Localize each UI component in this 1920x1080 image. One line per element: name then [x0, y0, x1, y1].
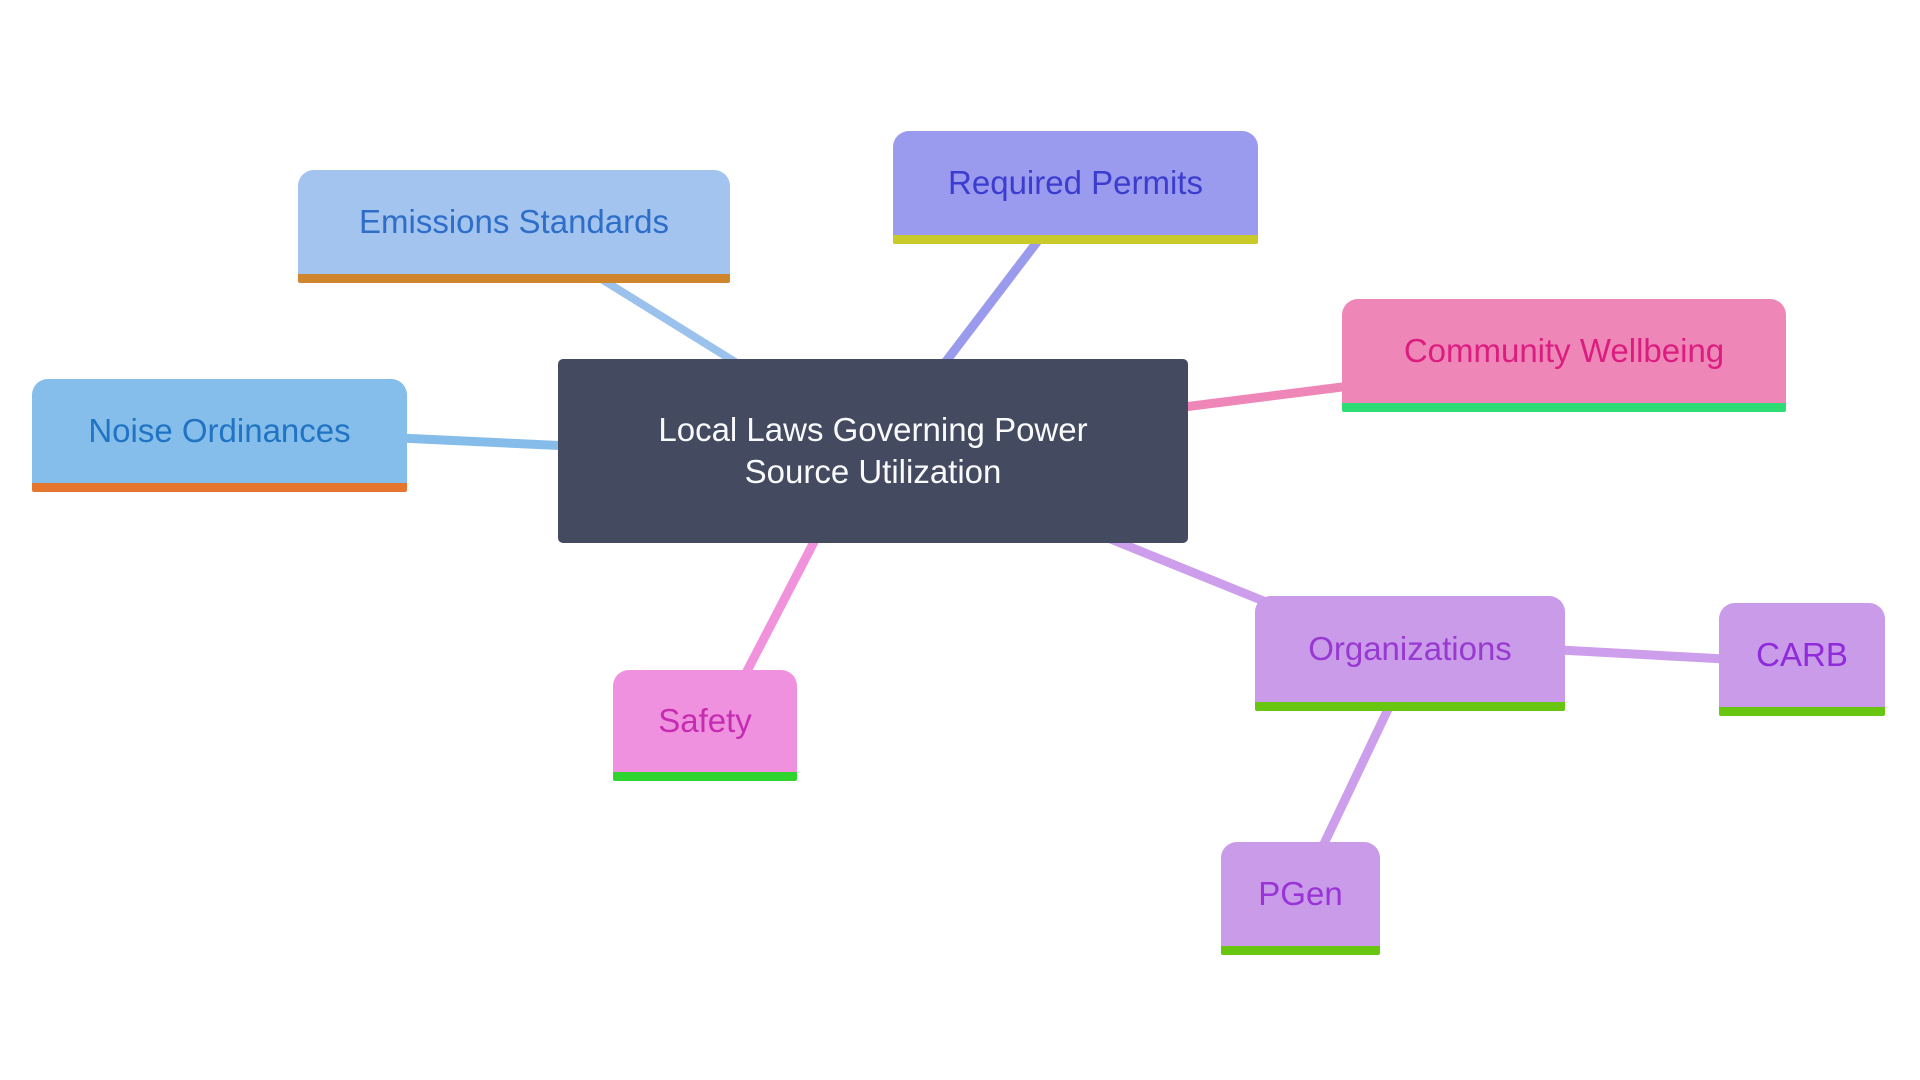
node-pgen-label: PGen [1258, 875, 1343, 912]
node-root-label: Local Laws Governing Power Source Utiliz… [658, 411, 1088, 490]
node-safety[interactable]: Safety [613, 670, 797, 781]
node-community-wellbeing-label: Community Wellbeing [1403, 332, 1725, 369]
node-carb[interactable]: CARB [1719, 603, 1885, 716]
node-pgen[interactable]: PGen [1221, 842, 1380, 955]
edge-root-emissions-standards [592, 271, 743, 369]
node-noise-ordinances-label: Noise Ordinances [88, 412, 351, 449]
node-required-permits-label: Required Permits [948, 164, 1203, 201]
node-emissions-standards-label: Emissions Standards [359, 203, 669, 240]
node-emissions-standards[interactable]: Emissions Standards [298, 170, 730, 283]
node-organizations-label: Organizations [1308, 630, 1512, 667]
edge-root-noise-ordinances [399, 433, 571, 451]
edge-organizations-carb [1559, 645, 1726, 664]
edge-root-required-permits [940, 235, 1044, 367]
edge-organizations-pgen [1317, 703, 1395, 850]
node-required-permits[interactable]: Required Permits [893, 131, 1258, 244]
edge-root-organizations [1106, 533, 1268, 607]
edge-root-safety [741, 537, 819, 678]
node-carb-label: CARB [1756, 636, 1848, 673]
node-safety-label: Safety [658, 702, 752, 739]
edge-root-community-wellbeing [1183, 381, 1351, 412]
node-root[interactable]: Local Laws Governing Power Source Utiliz… [558, 359, 1188, 543]
node-community-wellbeing[interactable]: Community Wellbeing [1342, 299, 1786, 412]
node-organizations[interactable]: Organizations [1255, 596, 1565, 711]
node-noise-ordinances[interactable]: Noise Ordinances [32, 379, 407, 492]
